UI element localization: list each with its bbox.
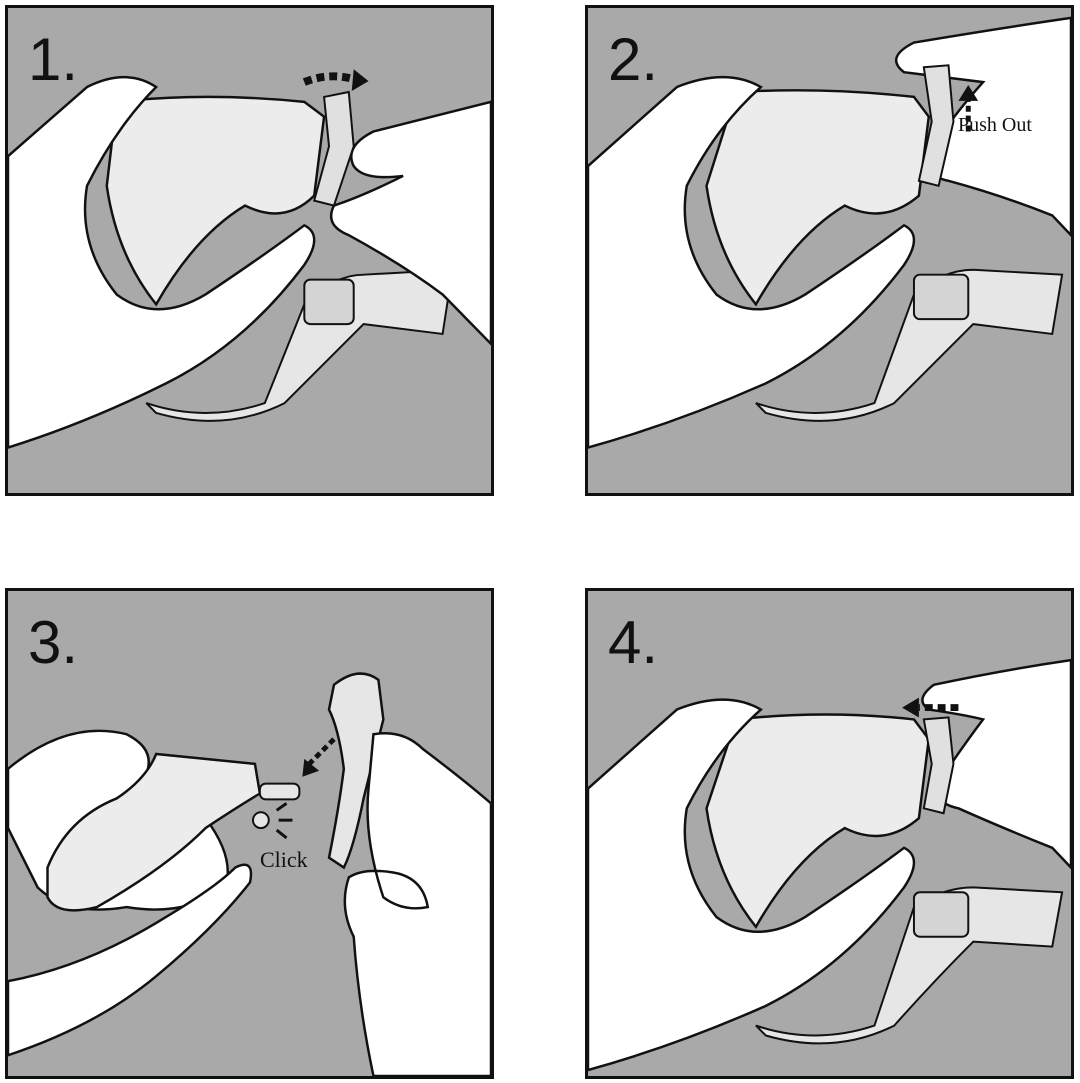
dashed-arrow-right-icon xyxy=(302,69,369,91)
step-2-panel: 2. Push Out xyxy=(585,5,1074,496)
dashed-arrow-up-icon xyxy=(958,85,979,132)
step-1-panel: 1. xyxy=(5,5,494,496)
dashed-arrow-left-icon xyxy=(302,737,336,777)
click-indicator-icon xyxy=(275,802,293,840)
step-4-panel: 4. xyxy=(585,588,1074,1079)
step-3-illustration xyxy=(8,672,491,1076)
step-2-illustration xyxy=(588,16,1071,449)
hinge-icon xyxy=(912,891,970,938)
step-3-panel: 3. Click xyxy=(5,588,494,1079)
hinge-icon xyxy=(912,273,970,321)
push-out-label: Push Out xyxy=(958,114,1032,136)
hinge-icon xyxy=(303,278,355,326)
step-number: 4. xyxy=(608,609,659,676)
step-number: 1. xyxy=(28,26,79,93)
step-number: 3. xyxy=(28,609,79,676)
step-number: 2. xyxy=(608,26,659,93)
dashed-arrow-left-icon xyxy=(902,697,959,718)
step-1-illustration xyxy=(8,69,491,449)
step-4-illustration xyxy=(588,658,1071,1072)
click-label: Click xyxy=(260,847,308,872)
